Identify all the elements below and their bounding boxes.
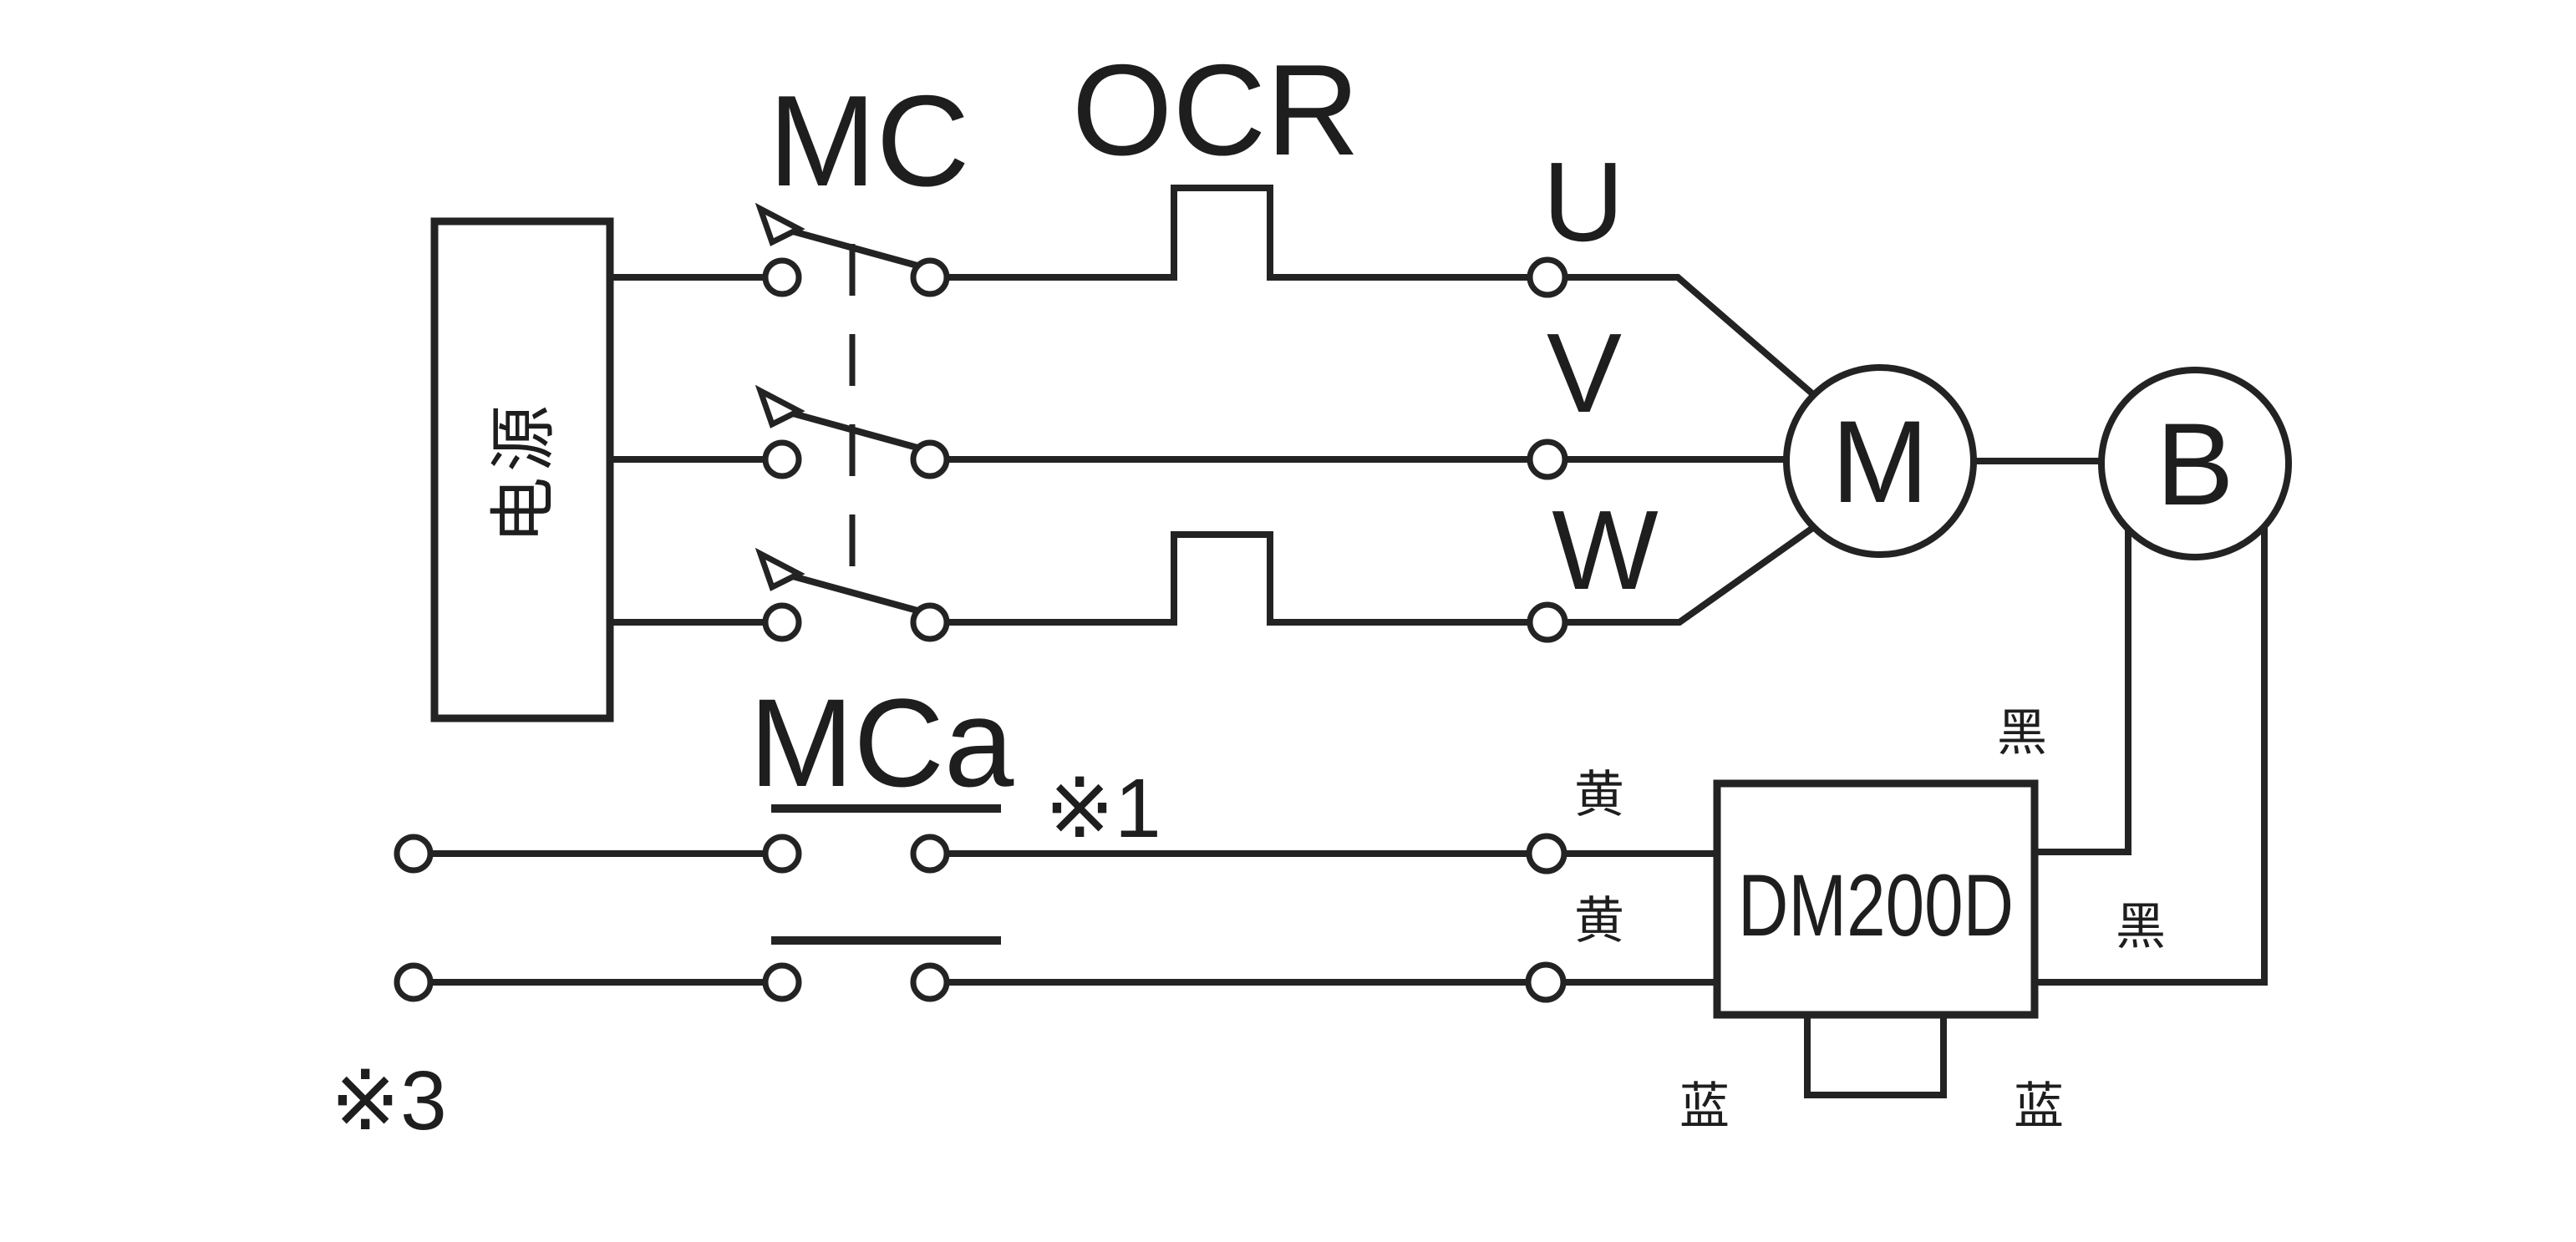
blade-arrowhead-icon <box>755 202 805 246</box>
brake: B <box>2098 367 2292 560</box>
contact-terminal <box>762 439 802 479</box>
lead-terminal <box>394 962 434 1002</box>
motor: M <box>1783 364 1977 558</box>
mca-label: MCa <box>749 672 1014 813</box>
blue-wire-label-left: 蓝 <box>1679 1078 1730 1134</box>
black-wire-top <box>2030 530 2131 855</box>
power-source: 电源 <box>430 217 614 722</box>
mc-label: MC <box>768 68 969 213</box>
switch-blade <box>782 570 919 614</box>
blade-arrowhead-icon <box>755 547 805 591</box>
blade-arrowhead-icon <box>755 384 805 428</box>
mca-contact-2 <box>394 936 1001 1002</box>
contact-terminal <box>762 834 802 874</box>
switch-blade <box>782 226 919 269</box>
brake-circle <box>2098 367 2292 560</box>
terminal-w <box>1527 601 1568 643</box>
contact-terminal <box>910 962 950 1002</box>
yellow-wire-label-bottom: 黄 <box>1574 893 1624 949</box>
dm200d-box <box>1713 779 2039 1019</box>
phase-w-wire <box>610 524 1816 626</box>
terminal-aux-2 <box>1525 961 1567 1003</box>
note-3-label: ※3 <box>330 1054 446 1148</box>
mca-contact-1 <box>394 804 1001 874</box>
motor-label: M <box>1832 396 1929 527</box>
dm200d-label: DM200D <box>1738 857 2014 955</box>
brake-label: B <box>2156 398 2233 530</box>
contact-terminal <box>910 439 950 479</box>
terminal-v <box>1527 439 1568 480</box>
contact-terminal <box>762 257 802 297</box>
wire-segment-with-ocr-bump <box>947 185 1816 398</box>
terminal-aux-1 <box>1526 833 1567 874</box>
switch-blade <box>782 408 919 451</box>
note-1-label: ※1 <box>1044 762 1161 855</box>
wire-segment-with-ocr-bump <box>947 524 1816 626</box>
yellow-wire-label-top: 黄 <box>1574 767 1624 823</box>
mc-pole-2 <box>755 384 950 479</box>
phase-w-label: W <box>1552 487 1658 613</box>
terminal-u <box>1527 256 1568 298</box>
black-wire-bottom <box>2030 527 2268 986</box>
black-wire-label-top: 黑 <box>1997 705 2047 761</box>
mc-pole-3 <box>755 547 950 642</box>
phase-u-label: U <box>1542 139 1624 265</box>
phase-u-wire <box>610 185 1816 398</box>
lead-terminal <box>394 834 434 874</box>
power-source-box <box>430 217 614 722</box>
black-wire-label-bottom: 黑 <box>2116 899 2166 955</box>
power-source-label: 电源 <box>486 400 561 544</box>
mc-pole-1 <box>755 202 950 297</box>
motor-circle <box>1783 364 1977 558</box>
contact-terminal <box>762 602 802 642</box>
contact-terminal <box>910 257 950 297</box>
ocr-label: OCR <box>1072 38 1359 182</box>
phase-v-label: V <box>1547 310 1622 436</box>
contact-terminal <box>910 602 950 642</box>
blue-wire-label-right: 蓝 <box>2014 1078 2064 1134</box>
contact-terminal <box>910 834 950 874</box>
blue-wire-loop <box>1804 1015 1947 1098</box>
contact-terminal <box>762 962 802 1002</box>
dm200d-module: DM200D <box>1713 779 2039 1098</box>
